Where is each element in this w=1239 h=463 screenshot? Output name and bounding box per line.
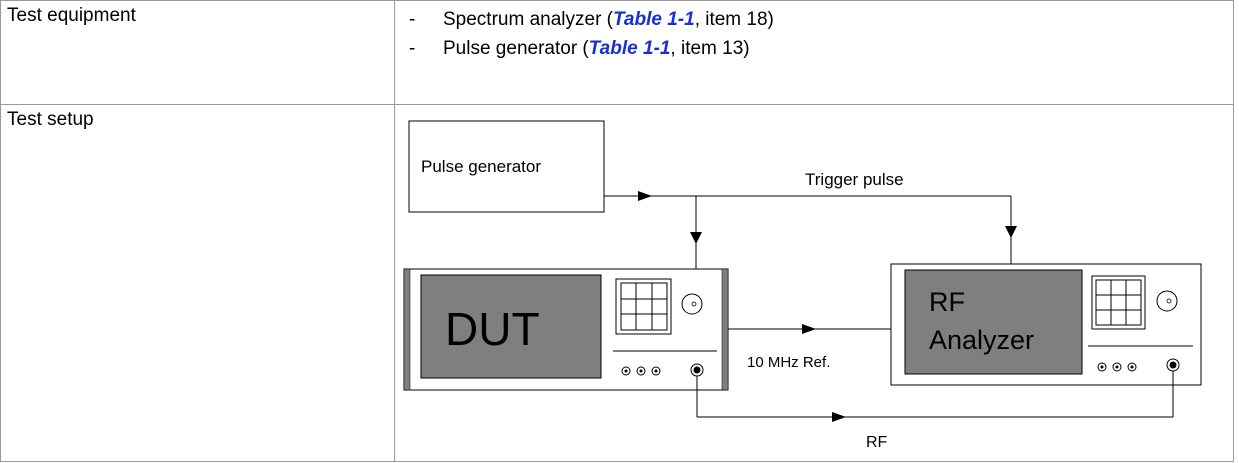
test-setup-label-cell: Test setup [0, 104, 395, 462]
test-setup-label: Test setup [7, 109, 94, 130]
table-reference-link[interactable]: Table 1-1 [613, 9, 695, 30]
dut-instrument: DUT [403, 268, 729, 391]
analyzer-screen [904, 269, 1083, 375]
test-setup-diagram: Pulse generator Trigger pulse DUT [403, 120, 1202, 451]
pulse-generator-box [408, 120, 605, 213]
row-test-equipment: Test equipment -Spectrum analyzer (Table… [0, 0, 1234, 105]
trigger-pulse-label: Trigger pulse [805, 170, 904, 189]
dut-connectors [621, 363, 704, 377]
analyzer-connectors [1097, 358, 1180, 372]
dut-keypad [615, 278, 672, 335]
test-setup-value-cell: Pulse generator Trigger pulse DUT [394, 104, 1234, 462]
equipment-item-ref: , item 13) [670, 38, 750, 59]
test-equipment-label-cell: Test equipment [0, 0, 395, 105]
dut-screen [420, 274, 602, 379]
list-item: - Pulse generator (Table 1-1, item 13) [409, 34, 1233, 63]
list-dash: - [409, 38, 416, 59]
rf-label: RF [866, 434, 888, 451]
list-dash: - [409, 9, 416, 30]
analyzer-label-line1: RF [929, 287, 965, 317]
ref-10mhz-label: 10 MHz Ref. [747, 354, 830, 371]
equipment-name: Spectrum analyzer ( [443, 9, 614, 30]
rf-analyzer-instrument: RF Analyzer [890, 263, 1202, 386]
pulse-generator-label: Pulse generator [421, 157, 541, 176]
analyzer-keypad [1091, 275, 1146, 330]
test-equipment-value-cell: -Spectrum analyzer (Table 1-1, item 18) … [394, 0, 1234, 105]
dut-label: DUT [445, 303, 540, 355]
table-reference-link[interactable]: Table 1-1 [588, 38, 671, 59]
equipment-item-ref: , item 18) [694, 9, 774, 30]
analyzer-label-line2: Analyzer [929, 325, 1034, 355]
row-test-setup: Test setup Pulse generator [0, 104, 1234, 462]
list-item: - Spectrum analyzer (Table 1-1, item 18) [409, 5, 1233, 34]
equipment-list: -Spectrum analyzer (Table 1-1, item 18) … [395, 1, 1233, 63]
test-equipment-label: Test equipment [7, 5, 136, 26]
equipment-name: Pulse generator ( [443, 38, 589, 59]
